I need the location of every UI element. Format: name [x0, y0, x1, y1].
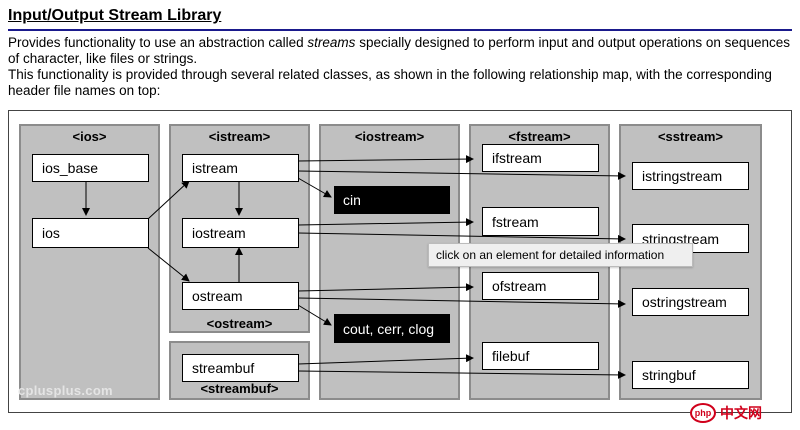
watermark: cplusplus.com	[18, 383, 113, 398]
column-streambuf-title[interactable]: <streambuf>	[200, 381, 279, 396]
column-ios-title[interactable]: <ios>	[72, 129, 107, 144]
column-ostream-title[interactable]: <ostream>	[206, 316, 273, 331]
object-cout-cerr-clog[interactable]: cout, cerr, clog	[334, 314, 450, 343]
tooltip: click on an element for detailed informa…	[428, 243, 693, 267]
node-fstream[interactable]: fstream	[482, 207, 599, 236]
object-cin[interactable]: cin	[334, 186, 450, 214]
node-streambuf[interactable]: streambuf	[182, 354, 299, 382]
column-fstream-title[interactable]: <fstream>	[508, 129, 571, 144]
desc-line1-post: specially designed to perform input and …	[8, 35, 790, 66]
desc-line1-em: streams	[307, 35, 356, 50]
node-ofstream[interactable]: ofstream	[482, 272, 599, 300]
title-divider	[8, 29, 792, 31]
page-title: Input/Output Stream Library	[8, 7, 222, 24]
node-ostringstream[interactable]: ostringstream	[632, 288, 749, 316]
site-badge[interactable]: php 中文网	[690, 402, 795, 424]
description: Provides functionality to use an abstrac…	[8, 35, 792, 99]
node-filebuf[interactable]: filebuf	[482, 342, 599, 370]
column-sstream-title[interactable]: <sstream>	[657, 129, 724, 144]
node-ifstream[interactable]: ifstream	[482, 144, 599, 172]
node-stringbuf[interactable]: stringbuf	[632, 361, 749, 389]
column-istream-title[interactable]: <istream>	[208, 129, 271, 144]
site-badge-text: 中文网	[720, 406, 762, 422]
column-ostream: <ostream>	[169, 271, 310, 333]
node-ios[interactable]: ios	[32, 218, 149, 248]
node-ostream[interactable]: ostream	[182, 282, 299, 310]
node-ios-base[interactable]: ios_base	[32, 154, 149, 182]
relationship-map: <ios> <istream> <ostream> <streambuf> <i…	[8, 110, 792, 413]
node-istringstream[interactable]: istringstream	[632, 162, 749, 190]
column-iostream-title[interactable]: <iostream>	[354, 129, 425, 144]
desc-line1-pre: Provides functionality to use an abstrac…	[8, 35, 308, 50]
node-iostream[interactable]: iostream	[182, 218, 299, 248]
desc-line2: This functionality is provided through s…	[8, 67, 772, 98]
node-istream[interactable]: istream	[182, 154, 299, 182]
php-logo-icon: php	[690, 403, 716, 423]
